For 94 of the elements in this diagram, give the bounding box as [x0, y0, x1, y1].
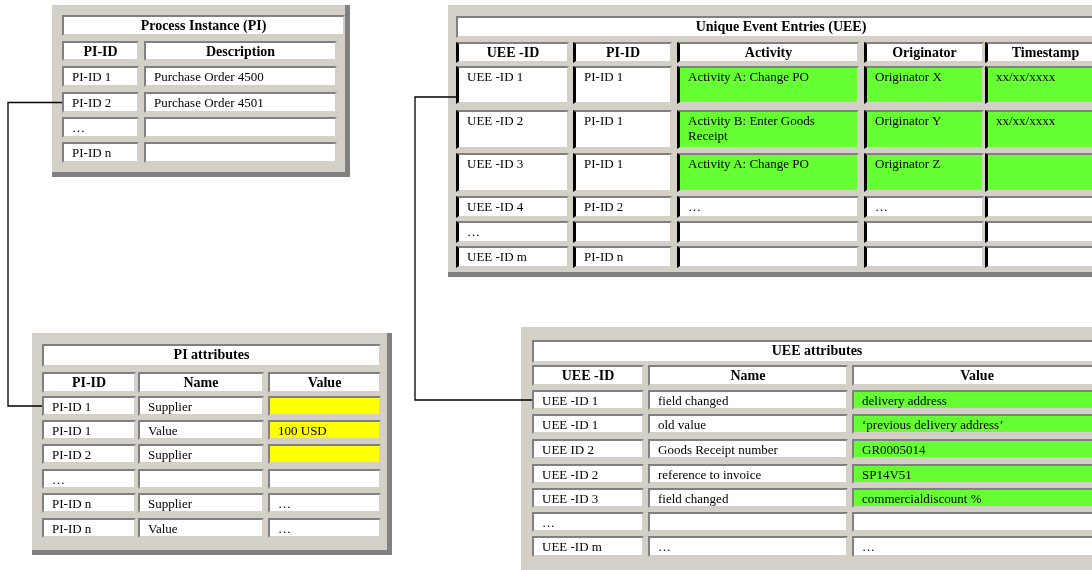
table-cell: …	[62, 117, 139, 138]
table-cell: …	[268, 493, 381, 513]
table-cell: Purchase Order 4501	[144, 92, 337, 113]
table-cell: GR0005014	[852, 439, 1092, 459]
table-cell: Supplier	[138, 444, 264, 464]
table-title: Process Instance (PI)	[62, 15, 345, 36]
table-title: UEE attributes	[532, 340, 1092, 363]
column-header: Name	[648, 365, 848, 386]
table-cell: reference to invoice	[648, 464, 848, 484]
table-cell: …	[648, 536, 848, 557]
data-table	[52, 5, 350, 177]
table-cell: …	[42, 469, 136, 489]
table-cell: old value	[648, 414, 848, 434]
table-cell: Activity A: Change PO	[677, 66, 859, 104]
table-cell: UEE -ID 1	[456, 66, 569, 104]
column-header: Originator	[864, 42, 984, 63]
column-header: PI-ID	[62, 41, 139, 61]
table-cell: UEE -ID 1	[532, 390, 644, 410]
table-cell: …	[677, 196, 859, 218]
column-header: PI-ID	[573, 42, 672, 63]
column-header: Timestamp	[985, 42, 1092, 63]
table-cell: PI-ID n	[42, 518, 136, 538]
table-cell: field changed	[648, 488, 848, 508]
data-table	[32, 333, 392, 555]
table-title: PI attributes	[42, 344, 381, 367]
column-header: PI-ID	[42, 372, 136, 393]
table-cell: UEE -ID 1	[532, 414, 644, 434]
column-header: UEE -ID	[456, 42, 569, 63]
table-cell: UEE -ID 4	[456, 196, 569, 218]
empty-cell	[144, 117, 337, 138]
table-cell: Originator Y	[864, 110, 984, 149]
table-cell: UEE -ID 3	[532, 488, 644, 508]
table-cell: …	[456, 221, 569, 243]
table-cell: Purchase Order 4500	[144, 66, 337, 87]
table-cell: Originator Z	[864, 153, 984, 192]
table-cell: Goods Receipt number	[648, 439, 848, 459]
column-header: Name	[138, 372, 264, 393]
table-cell: …	[268, 518, 381, 538]
empty-cell	[677, 221, 859, 243]
table-cell: Supplier	[138, 396, 264, 416]
table-cell: UEE -ID 2	[456, 110, 569, 149]
table-cell: PI-ID 1	[42, 420, 136, 440]
table-cell: 100 USD	[268, 420, 381, 440]
column-header: Value	[268, 372, 381, 393]
table-cell: PI-ID n	[62, 142, 139, 163]
table-cell: PI-ID 2	[62, 92, 139, 113]
table-cell: UEE ID 2	[532, 439, 644, 459]
table-cell: UEE -ID 3	[456, 153, 569, 192]
table-cell: …	[532, 512, 644, 532]
table-cell: UEE -ID m	[456, 246, 569, 268]
empty-cell	[144, 142, 337, 163]
table-cell: xx/xx/xxxx	[985, 66, 1092, 104]
table-cell: ‘previous delivery address’	[852, 414, 1092, 434]
table-cell: PI-ID 1	[573, 110, 672, 149]
table-cell: delivery address	[852, 390, 1092, 410]
table-cell: PI-ID 1	[62, 66, 139, 87]
empty-cell	[268, 444, 381, 464]
column-header: Value	[852, 365, 1092, 386]
table-cell: field changed	[648, 390, 848, 410]
table-cell: PI-ID 1	[573, 153, 672, 192]
table-cell: Activity B: Enter Goods Receipt	[677, 110, 859, 149]
column-header: Description	[144, 41, 337, 61]
connector-line	[7, 101, 63, 407]
table-cell: PI-ID 1	[573, 66, 672, 104]
table-cell: xx/xx/xxxx	[985, 110, 1092, 149]
table-cell: PI-ID 2	[573, 196, 672, 218]
empty-cell	[138, 469, 264, 489]
table-cell: PI-ID n	[573, 246, 672, 268]
table-cell: SP14V51	[852, 464, 1092, 484]
table-cell: Supplier	[138, 493, 264, 513]
empty-cell	[852, 512, 1092, 532]
table-cell: …	[864, 196, 984, 218]
table-cell: …	[852, 536, 1092, 557]
empty-cell	[268, 469, 381, 489]
data-table	[521, 327, 1092, 570]
empty-cell	[268, 396, 381, 416]
empty-cell	[648, 512, 848, 532]
data-table	[448, 5, 1092, 277]
column-header: Activity	[677, 42, 859, 63]
table-cell: Originator X	[864, 66, 984, 104]
table-cell: PI-ID 1	[42, 396, 136, 416]
empty-cell	[677, 246, 859, 268]
table-cell: UEE -ID 2	[532, 464, 644, 484]
table-cell: Value	[138, 518, 264, 538]
table-cell: commercialdiscount %	[852, 488, 1092, 508]
connector-line	[414, 96, 533, 401]
table-cell: Activity A: Change PO	[677, 153, 859, 192]
table-title: Unique Event Entries (UEE)	[456, 16, 1092, 38]
table-cell: Value	[138, 420, 264, 440]
empty-cell	[573, 221, 672, 243]
column-header: UEE -ID	[532, 365, 644, 386]
table-cell: UEE -ID m	[532, 536, 644, 557]
table-cell: PI-ID 2	[42, 444, 136, 464]
table-cell: PI-ID n	[42, 493, 136, 513]
